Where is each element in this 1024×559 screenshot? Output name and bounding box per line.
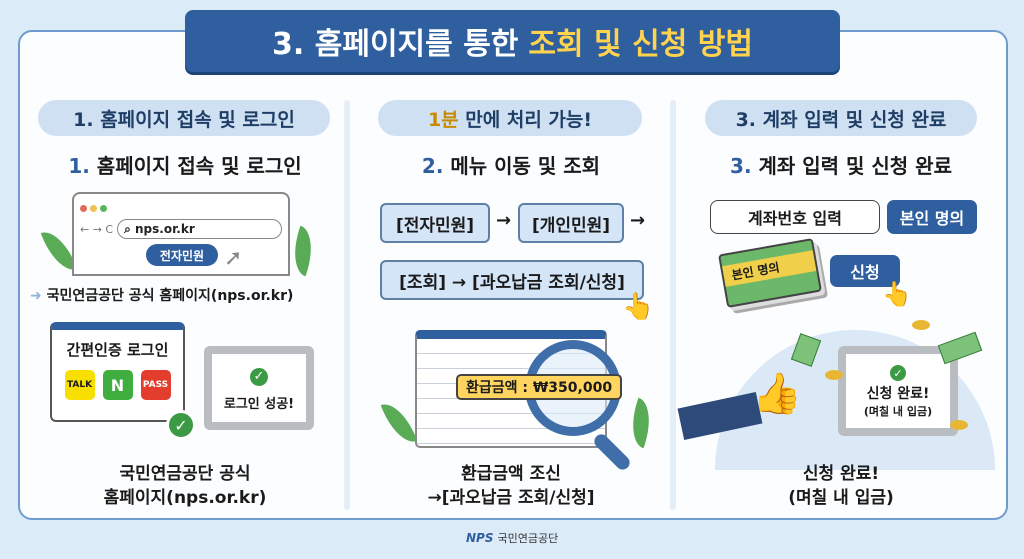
title-prefix: 3. 홈페이지를 통한 — [272, 27, 519, 62]
coin-icon — [950, 420, 968, 430]
step2-pill: 1분 만에 처리 가능! — [378, 100, 642, 136]
page-title: 3. 홈페이지를 통한 조회 및 신청 방법 — [185, 10, 840, 72]
browser-window: ← → C ⌕ nps.or.kr 전자민원 ➚ — [72, 192, 290, 276]
pill-text: 만에 처리 가능! — [465, 108, 593, 131]
step-text: 홈페이지 접속 및 로그인 — [96, 154, 302, 178]
nav-arrows-icon: ← → C — [80, 222, 114, 236]
pill-highlight: 1분 — [427, 108, 459, 131]
pass-login-button[interactable]: PASS — [140, 370, 171, 400]
e-civil-button[interactable]: 전자민원 — [146, 244, 218, 266]
step-number: 1. — [68, 154, 90, 178]
step-number: 3. — [730, 154, 752, 178]
coin-icon — [825, 370, 843, 380]
caption-line: 홈페이지(nps.or.kr) — [103, 488, 267, 508]
menu-personal-civil[interactable]: [개인민원] — [518, 203, 624, 243]
bankbook-label: 본인 명의 — [722, 250, 817, 287]
menu-overpayment-inquiry[interactable]: [조회] → [과오납금 조회/신청] — [380, 260, 644, 300]
step3-subtitle: 3. 계좌 입력 및 신청 완료 — [686, 150, 996, 179]
monitor: ✓ 로그인 성공! — [204, 346, 314, 430]
arrow-icon: ➜ — [30, 288, 47, 304]
title-highlight: 조회 및 신청 방법 — [528, 27, 753, 62]
login-title: 간편인증 로그인 — [66, 341, 169, 359]
coin-icon — [912, 320, 930, 330]
caption-line: 환급금액 조신 — [461, 464, 561, 484]
arrow-icon: → — [630, 210, 646, 231]
pointer-hand-icon: 👆 — [622, 292, 655, 322]
step3-pill: 3. 계좌 입력 및 신청 완료 — [705, 100, 977, 136]
arrow-icon: → — [496, 210, 512, 231]
account-number-input[interactable]: 계좌번호 입력 — [710, 200, 880, 234]
naver-login-button[interactable]: N — [102, 370, 133, 400]
url-bar[interactable]: ⌕ nps.or.kr — [117, 219, 282, 239]
caption-line: →[과오납금 조회/신청] — [427, 488, 595, 508]
column-divider — [670, 100, 676, 510]
monitor: ✓ 신청 완료! (며칠 내 입금) — [838, 346, 958, 436]
apply-button[interactable]: 신청 — [830, 255, 900, 287]
screen-line: 신청 완료! — [866, 386, 930, 402]
caption-line: (며칠 내 입금) — [788, 488, 894, 508]
login-window: 간편인증 로그인 TALK N PASS — [50, 322, 185, 422]
step1-pill: 1. 홈페이지 접속 및 로그인 — [38, 100, 330, 136]
step-text: 메뉴 이동 및 조회 — [450, 154, 601, 178]
step-number: 2. — [421, 154, 444, 178]
check-icon: ✓ — [166, 410, 196, 440]
check-icon: ✓ — [888, 363, 908, 383]
menu-e-civil[interactable]: [전자민원] — [380, 203, 490, 243]
screen-line: (며칠 내 입금) — [863, 405, 933, 418]
step2-subtitle: 2. 메뉴 이동 및 조회 — [356, 150, 666, 179]
cursor-icon: ➚ — [224, 246, 243, 271]
thumbs-up-icon: 👍 — [752, 371, 802, 417]
refund-amount-label: 환급금액 : ₩350,000 — [456, 374, 623, 400]
check-icon: ✓ — [247, 364, 271, 389]
kakao-login-button[interactable]: TALK — [64, 370, 95, 400]
url-text: nps.or.kr — [135, 222, 195, 236]
caption-line: 신청 완료! — [802, 464, 880, 484]
step3-bottom-caption: 신청 완료! (며칠 내 입금) — [686, 462, 996, 510]
step-text: 계좌 입력 및 신청 완료 — [758, 154, 952, 178]
caption-text: 국민연금공단 공식 홈페이지(nps.or.kr) — [46, 288, 294, 304]
step2-bottom-caption: 환급금액 조신 →[과오납금 조회/신청] — [356, 462, 666, 510]
pointer-hand-icon: 👆 — [882, 280, 912, 308]
own-name-button[interactable]: 본인 명의 — [887, 200, 977, 234]
column-divider — [344, 100, 350, 510]
nps-logo: NPS — [466, 531, 494, 545]
homepage-caption: ➜ 국민연금공단 공식 홈페이지(nps.or.kr) — [30, 285, 340, 305]
caption-line: 국민연금공단 공식 — [119, 464, 251, 484]
step1-subtitle: 1. 홈페이지 접속 및 로그인 — [30, 150, 340, 179]
search-icon: ⌕ — [124, 221, 136, 236]
org-name: 국민연금공단 — [497, 532, 559, 545]
login-success-text: 로그인 성공! — [223, 396, 295, 412]
window-dots — [74, 194, 288, 219]
